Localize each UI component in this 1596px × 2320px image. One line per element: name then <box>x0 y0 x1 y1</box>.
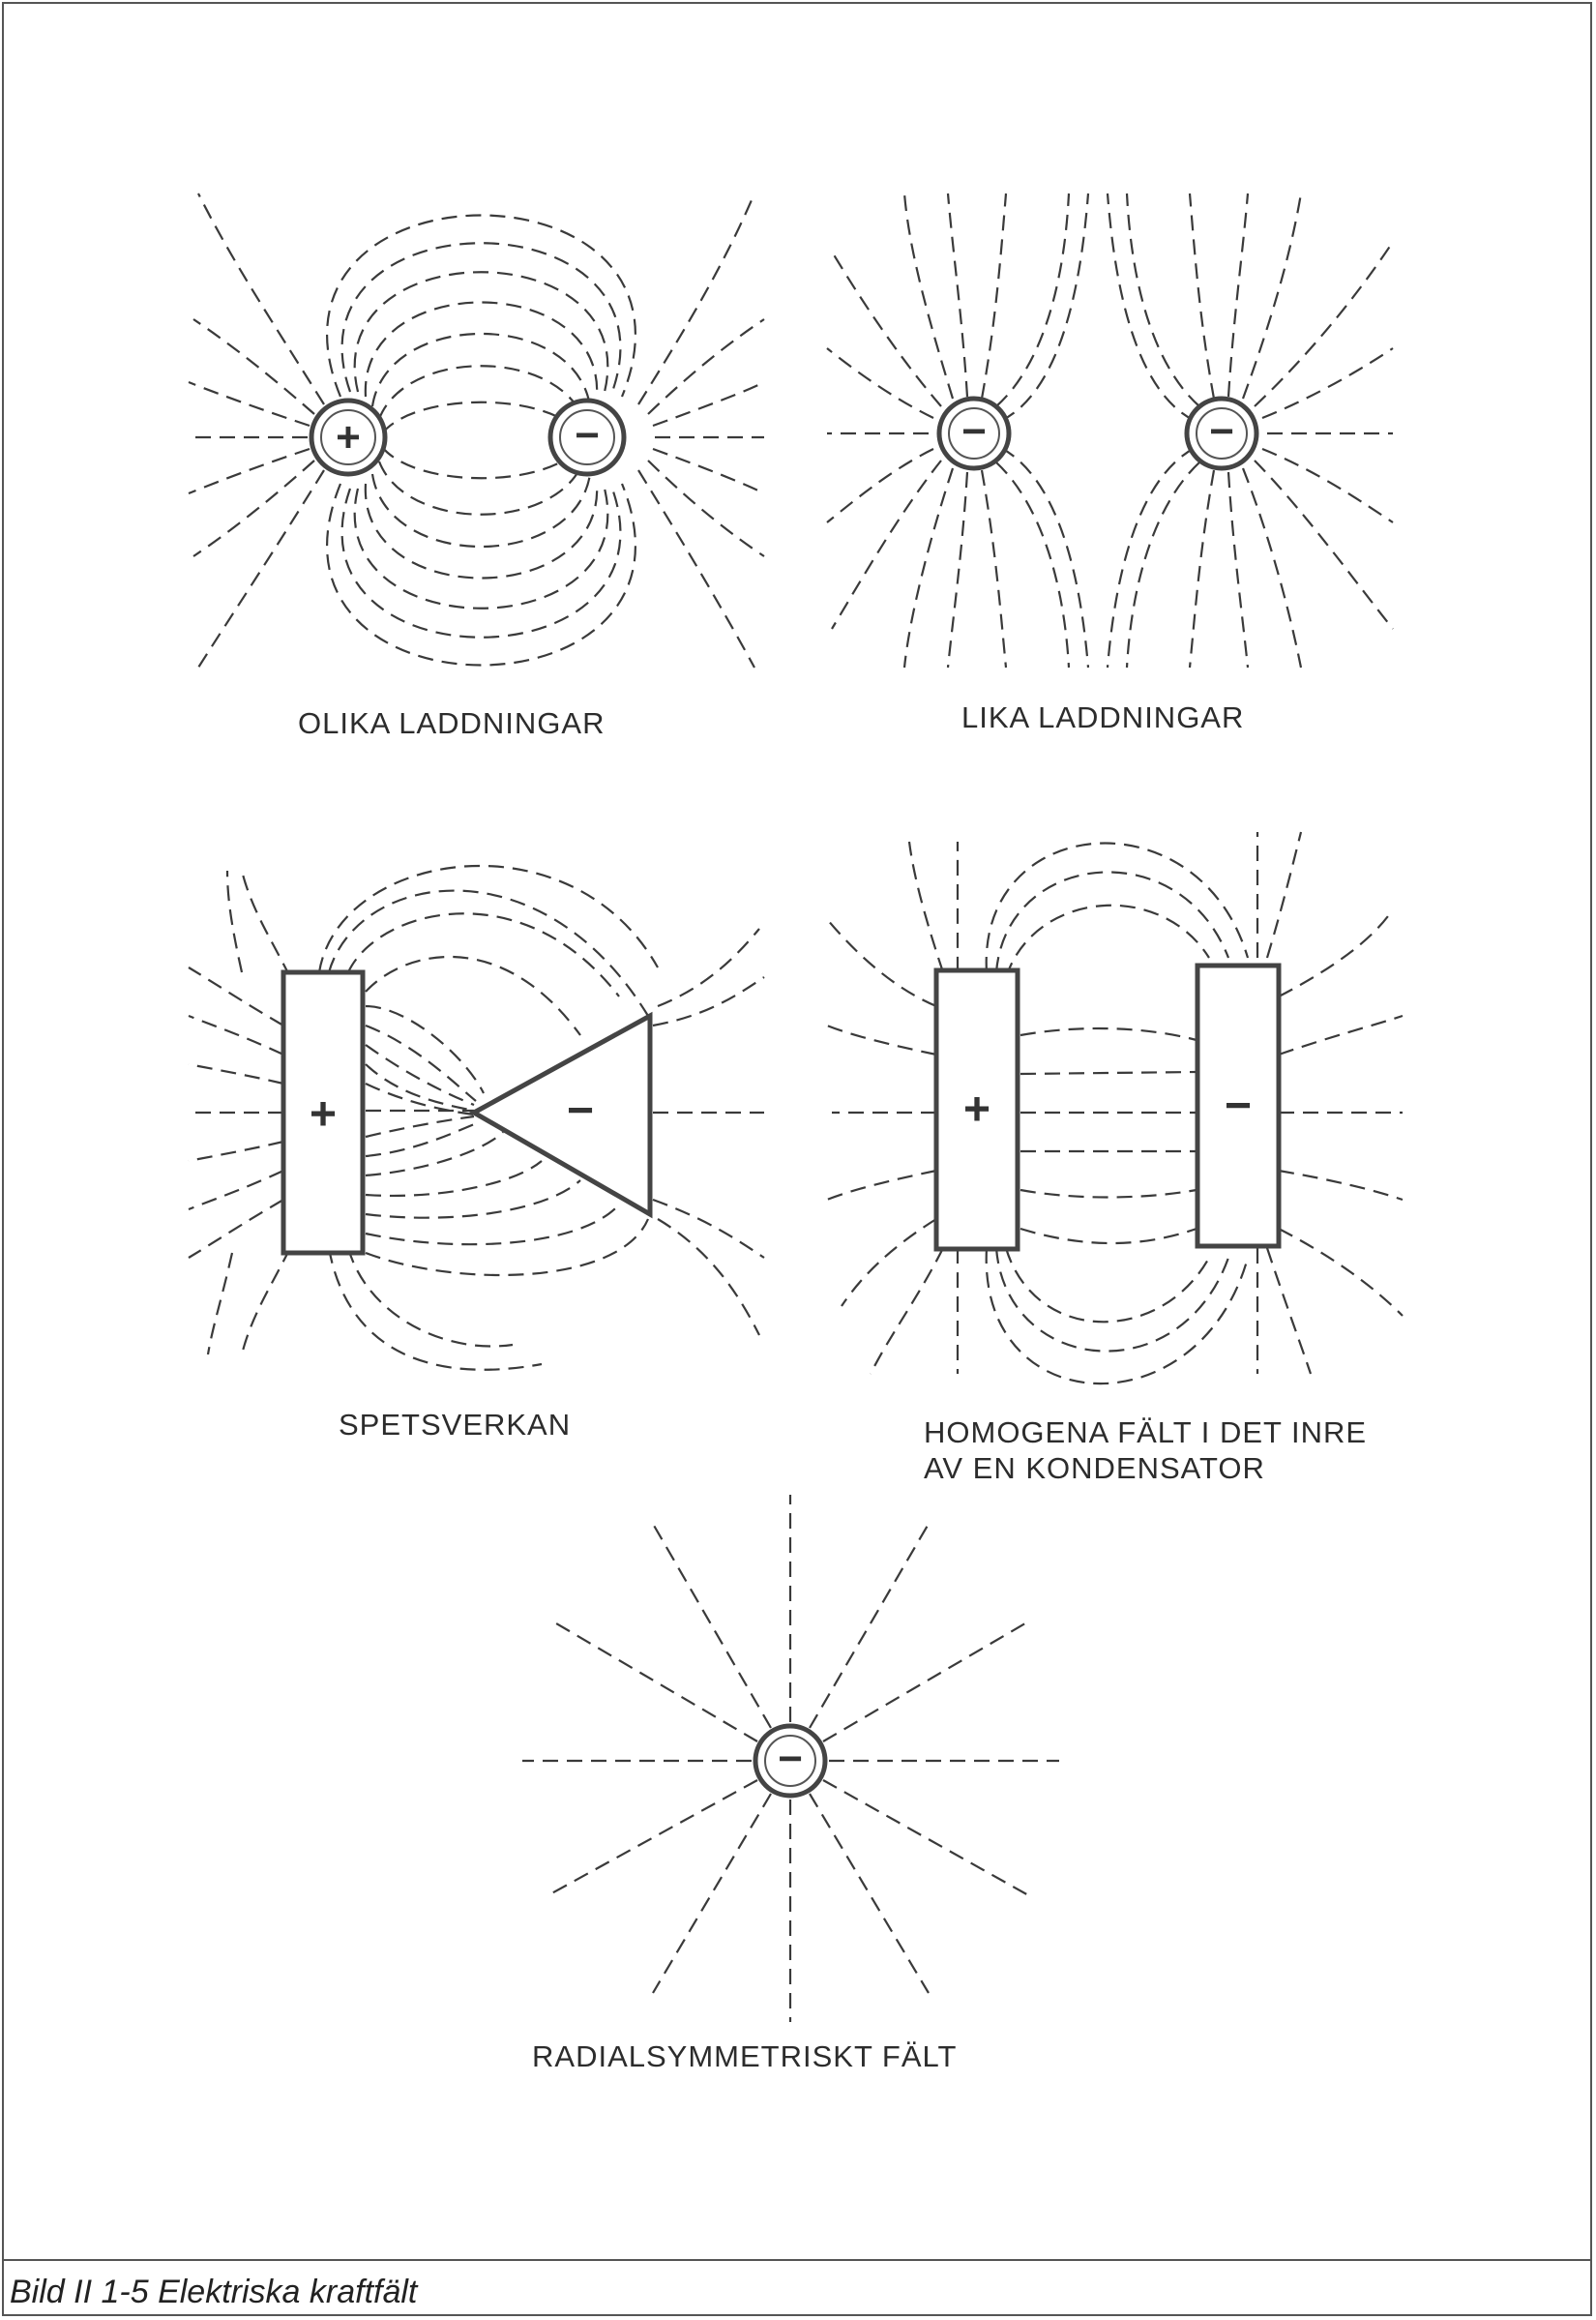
minus-symbol: − <box>575 412 600 460</box>
negative-charge: − <box>753 1723 828 1799</box>
figure-caption: Bild II 1-5 Elektriska kraftfält <box>10 2274 418 2310</box>
field-lines-homogena <box>826 831 1404 1385</box>
field-lines-radial <box>522 1495 1059 2022</box>
field-lines-lika <box>826 193 1394 669</box>
panel-olika-laddningar: + − <box>188 193 765 669</box>
field-lines-olika <box>188 193 765 669</box>
minus-symbol: − <box>1209 408 1234 456</box>
negative-charge-right: − <box>1184 396 1259 471</box>
panel-radialsymmetriskt-falt: − <box>522 1495 1059 2022</box>
negative-triangle: − <box>468 1011 653 1219</box>
minus-symbol: − <box>778 1736 803 1783</box>
caption-divider <box>2 2259 1592 2261</box>
positive-charge: + <box>309 398 388 477</box>
minus-symbol: − <box>1225 1081 1252 1132</box>
label-homogena-line1: HOMOGENA FÄLT I DET INRE <box>924 1415 1368 1449</box>
plus-symbol: + <box>310 1089 337 1141</box>
field-lines-spets <box>188 864 765 1371</box>
panel-spetsverkan: + − <box>188 864 765 1371</box>
label-spetsverkan: SPETSVERKAN <box>339 1408 572 1442</box>
negative-plate: − <box>1195 963 1282 1249</box>
plus-symbol: + <box>963 1085 990 1136</box>
positive-plate: + <box>933 967 1020 1252</box>
negative-charge-left: − <box>936 396 1012 471</box>
negative-charge: − <box>547 398 627 477</box>
label-olika-laddningar: OLIKA LADDNINGAR <box>298 706 606 740</box>
plus-symbol: + <box>336 414 361 461</box>
minus-symbol: − <box>961 408 987 456</box>
label-homogena-line2: AV EN KONDENSATOR <box>924 1451 1265 1485</box>
label-lika-laddningar: LIKA LADDNINGAR <box>961 700 1245 734</box>
positive-plate: + <box>281 969 366 1256</box>
label-radialsymmetriskt: RADIALSYMMETRISKT FÄLT <box>532 2039 958 2073</box>
panel-lika-laddningar: − − <box>826 193 1394 669</box>
minus-symbol: − <box>567 1086 594 1137</box>
panel-homogena-falt: + − <box>826 831 1404 1385</box>
